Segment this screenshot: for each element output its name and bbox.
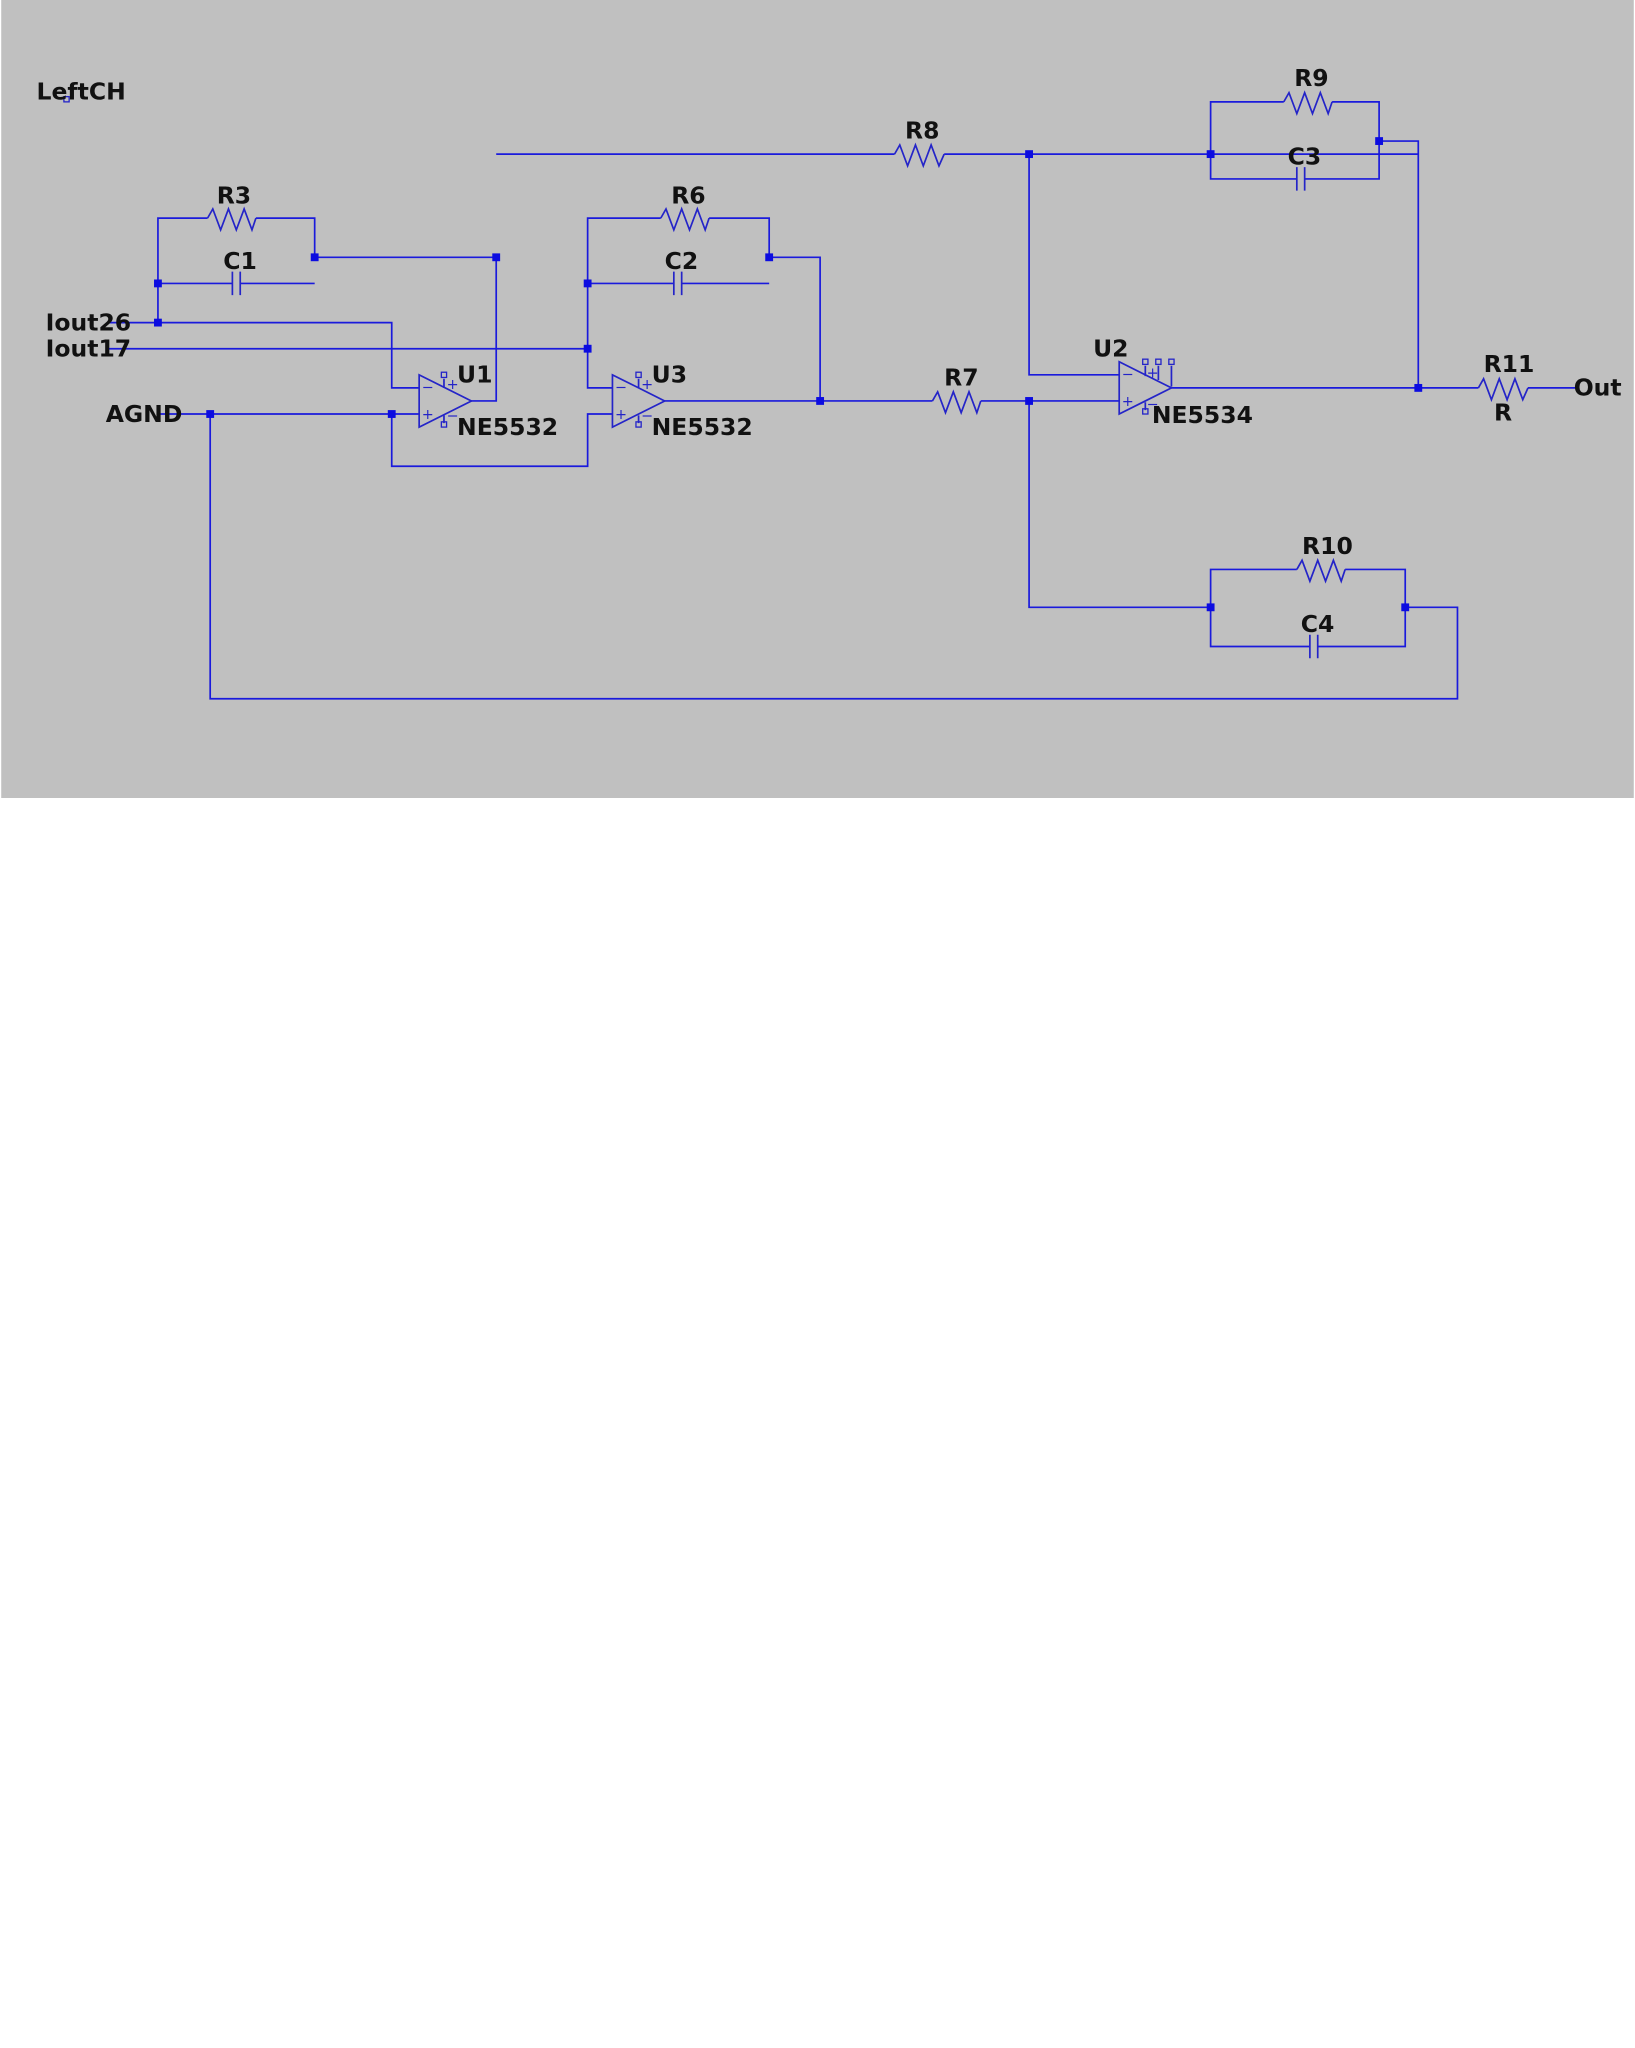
- svg-text:−: −: [447, 409, 459, 425]
- resistor-r3[interactable]: [206, 206, 257, 233]
- capacitor-c2[interactable]: [672, 271, 683, 296]
- label-iout17: Iout17: [46, 335, 132, 363]
- resistor-r11[interactable]: [1477, 376, 1529, 403]
- svg-text:−: −: [1147, 397, 1159, 413]
- label-r7: R7: [944, 363, 978, 391]
- resistor-r6[interactable]: [660, 206, 710, 233]
- wire-iout17: [108, 217, 821, 401]
- schematic-canvas[interactable]: − + + − − + + − − + + −: [0, 0, 1635, 798]
- svg-text:−: −: [641, 409, 653, 425]
- label-u3: U3: [652, 361, 687, 389]
- svg-text:−: −: [615, 380, 627, 396]
- label-u3-part: NE5532: [652, 413, 753, 441]
- capacitor-c3[interactable]: [1295, 167, 1306, 191]
- label-agnd: AGND: [106, 400, 183, 428]
- label-out: Out: [1574, 374, 1622, 402]
- wire-iout26: [108, 217, 420, 389]
- component-labels: R3 C1 R6 C2 R8 R9 C3 R7 R10 C4 R11 R U1 …: [217, 64, 1535, 638]
- capacitor-c4[interactable]: [1309, 634, 1319, 659]
- label-leftch: LeftCH: [36, 77, 125, 105]
- label-c4: C4: [1301, 610, 1335, 638]
- label-u2: U2: [1093, 335, 1128, 363]
- svg-text:+: +: [641, 377, 653, 393]
- label-u2-part: NE5534: [1152, 401, 1253, 429]
- label-r8: R8: [905, 116, 939, 144]
- svg-text:−: −: [1122, 367, 1134, 383]
- label-iout26: Iout26: [46, 308, 132, 336]
- resistor-r7[interactable]: [931, 389, 982, 416]
- wire-r8-node: [1028, 154, 1211, 609]
- label-r11-value: R: [1494, 399, 1512, 427]
- label-r6: R6: [671, 182, 705, 210]
- net-labels: LeftCH Iout26 Iout17 AGND Out: [36, 77, 1621, 428]
- label-r3: R3: [217, 182, 251, 210]
- junctions: [154, 137, 1423, 612]
- resistors: [206, 90, 1529, 584]
- wires: [108, 101, 1576, 700]
- label-r11: R11: [1484, 350, 1535, 378]
- label-u1-part: NE5532: [457, 413, 558, 441]
- label-r9: R9: [1294, 64, 1328, 92]
- svg-text:−: −: [422, 380, 434, 396]
- capacitor-c1[interactable]: [231, 271, 242, 296]
- wire-u1-feedback: [314, 153, 1419, 402]
- opamp-u1[interactable]: − + + −: [418, 371, 474, 429]
- svg-text:+: +: [1147, 365, 1159, 381]
- capacitors: [231, 167, 1319, 659]
- opamp-u2[interactable]: − + + −: [1118, 358, 1175, 416]
- leftch-marker: [63, 95, 70, 103]
- resistor-r10[interactable]: [1296, 557, 1346, 584]
- label-c1: C1: [223, 247, 257, 275]
- opamp-u3[interactable]: − + + −: [611, 371, 667, 429]
- svg-text:+: +: [1122, 394, 1134, 410]
- svg-text:+: +: [447, 377, 459, 393]
- svg-text:+: +: [615, 407, 627, 423]
- wire-agnd: [157, 413, 1459, 700]
- resistor-r9[interactable]: [1283, 90, 1333, 117]
- label-r10: R10: [1302, 532, 1353, 560]
- resistor-r8[interactable]: [893, 142, 945, 169]
- wire-r10-c4: [1209, 568, 1407, 648]
- label-c2: C2: [665, 247, 699, 275]
- label-c3: C3: [1288, 143, 1322, 171]
- label-u1: U1: [457, 361, 492, 389]
- svg-text:+: +: [422, 407, 434, 423]
